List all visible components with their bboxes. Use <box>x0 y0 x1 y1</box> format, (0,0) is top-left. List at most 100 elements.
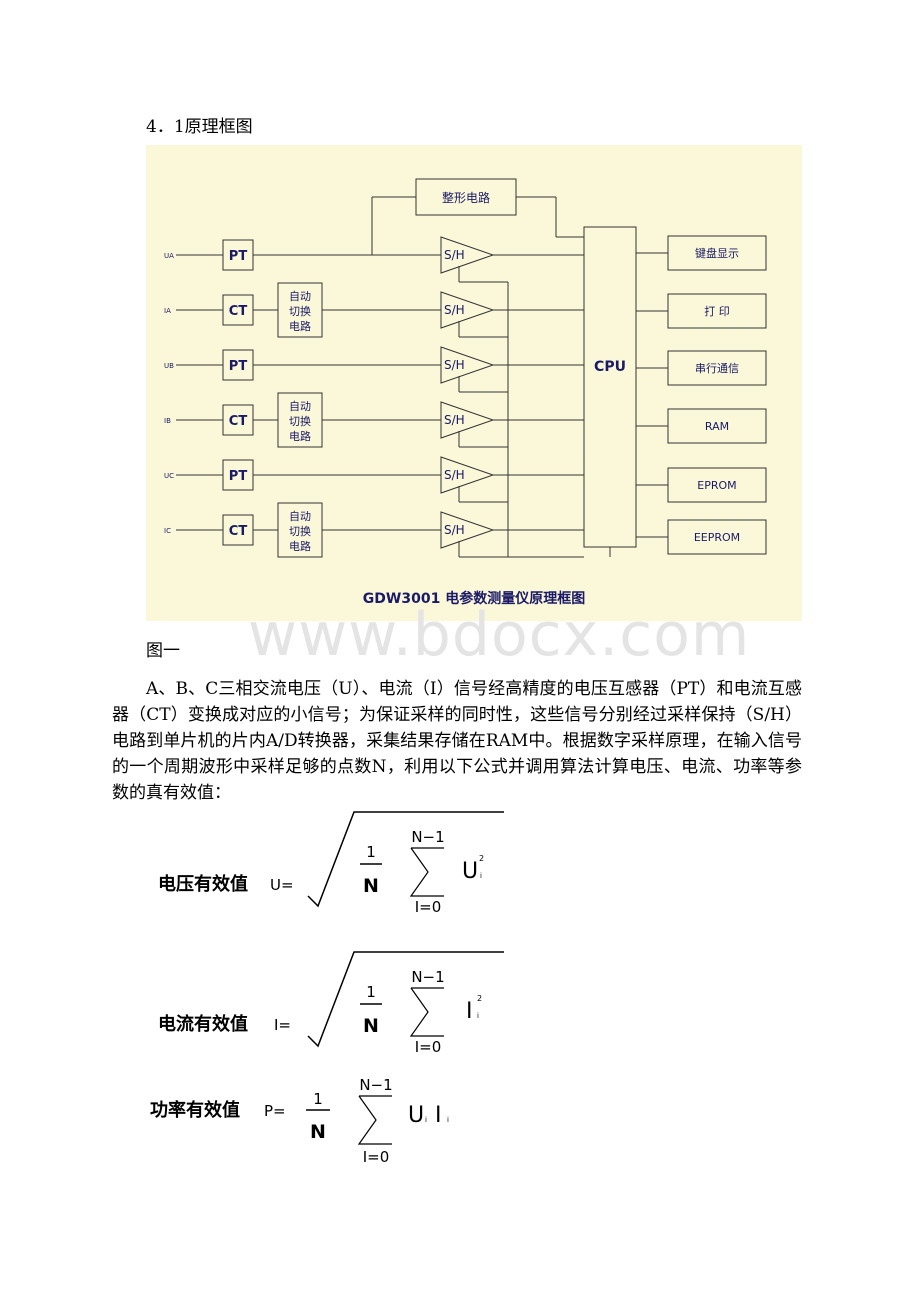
fraction-numerator: 1 <box>313 1090 323 1108</box>
formula-label: 功率有效值 <box>150 1099 240 1121</box>
peripheral-label: EPROM <box>697 479 736 492</box>
peripheral-block: EPROM <box>636 467 767 503</box>
transformer-label: PT <box>229 469 248 484</box>
section-heading: 4．1原理框图 <box>146 117 253 137</box>
sample-hold-label: S/H <box>444 523 465 537</box>
fraction-denominator: N <box>310 1121 326 1143</box>
fraction-numerator: 1 <box>366 843 376 861</box>
transformer-label: CT <box>229 524 248 539</box>
auto-switch-label: 切换 <box>289 304 311 318</box>
input-signal-label: UA <box>164 252 174 260</box>
channel-row: UC PT S/H <box>164 456 584 503</box>
diagram-caption: GDW3001 电参数测量仪原理框图 <box>363 590 585 607</box>
superscript: 2 <box>477 994 482 1003</box>
input-signal-label: IC <box>164 527 171 535</box>
shaping-circuit-box <box>415 178 517 216</box>
peripheral-label: 打 印 <box>704 304 730 318</box>
transformer-label: PT <box>229 359 248 374</box>
sample-hold-label: S/H <box>444 358 465 372</box>
formula-label: 电流有效值 <box>158 1013 248 1035</box>
sigma-icon <box>357 1095 392 1145</box>
auto-switch-label: 自动 <box>289 290 311 303</box>
channel-row: UB PT S/H <box>164 346 584 393</box>
auto-switch-label: 电路 <box>289 430 311 443</box>
formula-power: 功率有效值 P= 1 N N−1 I=0 U i I i <box>150 1076 449 1166</box>
subscript: i <box>480 872 482 880</box>
subscript-u: i <box>425 1116 427 1124</box>
subscript: i <box>477 1012 479 1020</box>
auto-switch-label: 电路 <box>289 320 311 333</box>
sum-upper-limit: N−1 <box>411 828 444 846</box>
sample-hold-triangle <box>440 401 495 439</box>
peripheral-box <box>667 519 767 555</box>
cpu-label: CPU <box>594 359 626 375</box>
formula-lhs: I= <box>274 1016 291 1034</box>
sum-lower-limit: I=0 <box>415 898 442 916</box>
auto-switch-label: 自动 <box>289 510 311 523</box>
peripheral-box <box>667 350 767 386</box>
input-signal-label: UC <box>164 472 174 480</box>
sum-lower-limit: I=0 <box>415 1038 442 1056</box>
figure-label: 图一 <box>146 641 180 661</box>
fraction-denominator: N <box>363 875 379 897</box>
sum-lower-limit: I=0 <box>363 1148 390 1166</box>
peripheral-label: 键盘显示 <box>695 246 739 260</box>
auto-switch-label: 切换 <box>289 524 311 538</box>
peripheral-label: RAM <box>705 420 729 433</box>
sum-upper-limit: N−1 <box>411 968 444 986</box>
transformer-label: CT <box>229 304 248 319</box>
formula-lhs: P= <box>264 1102 286 1120</box>
sigma-icon <box>409 847 444 897</box>
formula-label: 电压有效值 <box>158 873 248 895</box>
fraction-numerator: 1 <box>366 983 376 1001</box>
peripheral-box <box>667 467 767 503</box>
peripheral-box <box>667 235 767 271</box>
sample-hold-triangle <box>440 291 495 329</box>
peripheral-label: EEPROM <box>694 531 740 544</box>
peripheral-box <box>667 293 767 329</box>
sample-hold-label: S/H <box>444 303 465 317</box>
formula-current: 电流有效值 I= 1 N N−1 I=0 I 2 i <box>158 951 504 1056</box>
summand-u: U <box>408 1103 424 1128</box>
formula-lhs: U= <box>270 876 294 894</box>
sample-hold-triangle <box>440 456 495 494</box>
sum-upper-limit: N−1 <box>359 1076 392 1094</box>
fraction-denominator: N <box>363 1015 379 1037</box>
summand: U <box>462 859 478 884</box>
peripheral-box <box>667 408 767 444</box>
peripheral-block: 串行通信 <box>636 350 767 386</box>
formula-voltage: 电压有效值 U= 1 N N−1 I=0 U 2 i <box>158 811 504 916</box>
peripheral-block: EEPROM <box>636 519 767 555</box>
watermark: www.bdocx.com <box>248 600 751 670</box>
sample-hold-triangle <box>440 346 495 384</box>
transformer-label: CT <box>229 414 248 429</box>
input-signal-label: IA <box>164 307 171 315</box>
peripheral-label: 串行通信 <box>695 362 739 375</box>
sample-hold-label: S/H <box>444 468 465 482</box>
peripheral-block: 键盘显示 <box>636 235 767 271</box>
sample-hold-triangle <box>440 236 495 274</box>
shaping-circuit-label: 整形电路 <box>442 190 490 205</box>
auto-switch-label: 自动 <box>289 400 311 413</box>
body-paragraph: A、B、C三相交流电压（U）、电流（I）信号经高精度的电压互感器（PT）和电流互… <box>112 679 802 803</box>
peripheral-block: 打 印 <box>636 293 767 329</box>
sample-hold-label: S/H <box>444 248 465 262</box>
sigma-icon <box>409 987 444 1037</box>
subscript-i: i <box>447 1116 449 1124</box>
cpu-box <box>583 226 637 548</box>
summand-i: I <box>435 1103 442 1128</box>
radical-sign <box>307 811 504 908</box>
auto-switch-label: 电路 <box>289 540 311 553</box>
sample-hold-label: S/H <box>444 413 465 427</box>
sample-hold-triangle <box>440 511 495 549</box>
transformer-label: PT <box>229 249 248 264</box>
summand: I <box>466 999 473 1024</box>
input-signal-label: UB <box>164 362 174 370</box>
radical-sign <box>307 951 504 1048</box>
peripheral-block: RAM <box>636 408 767 444</box>
channel-row: UA PT S/H <box>164 236 584 283</box>
